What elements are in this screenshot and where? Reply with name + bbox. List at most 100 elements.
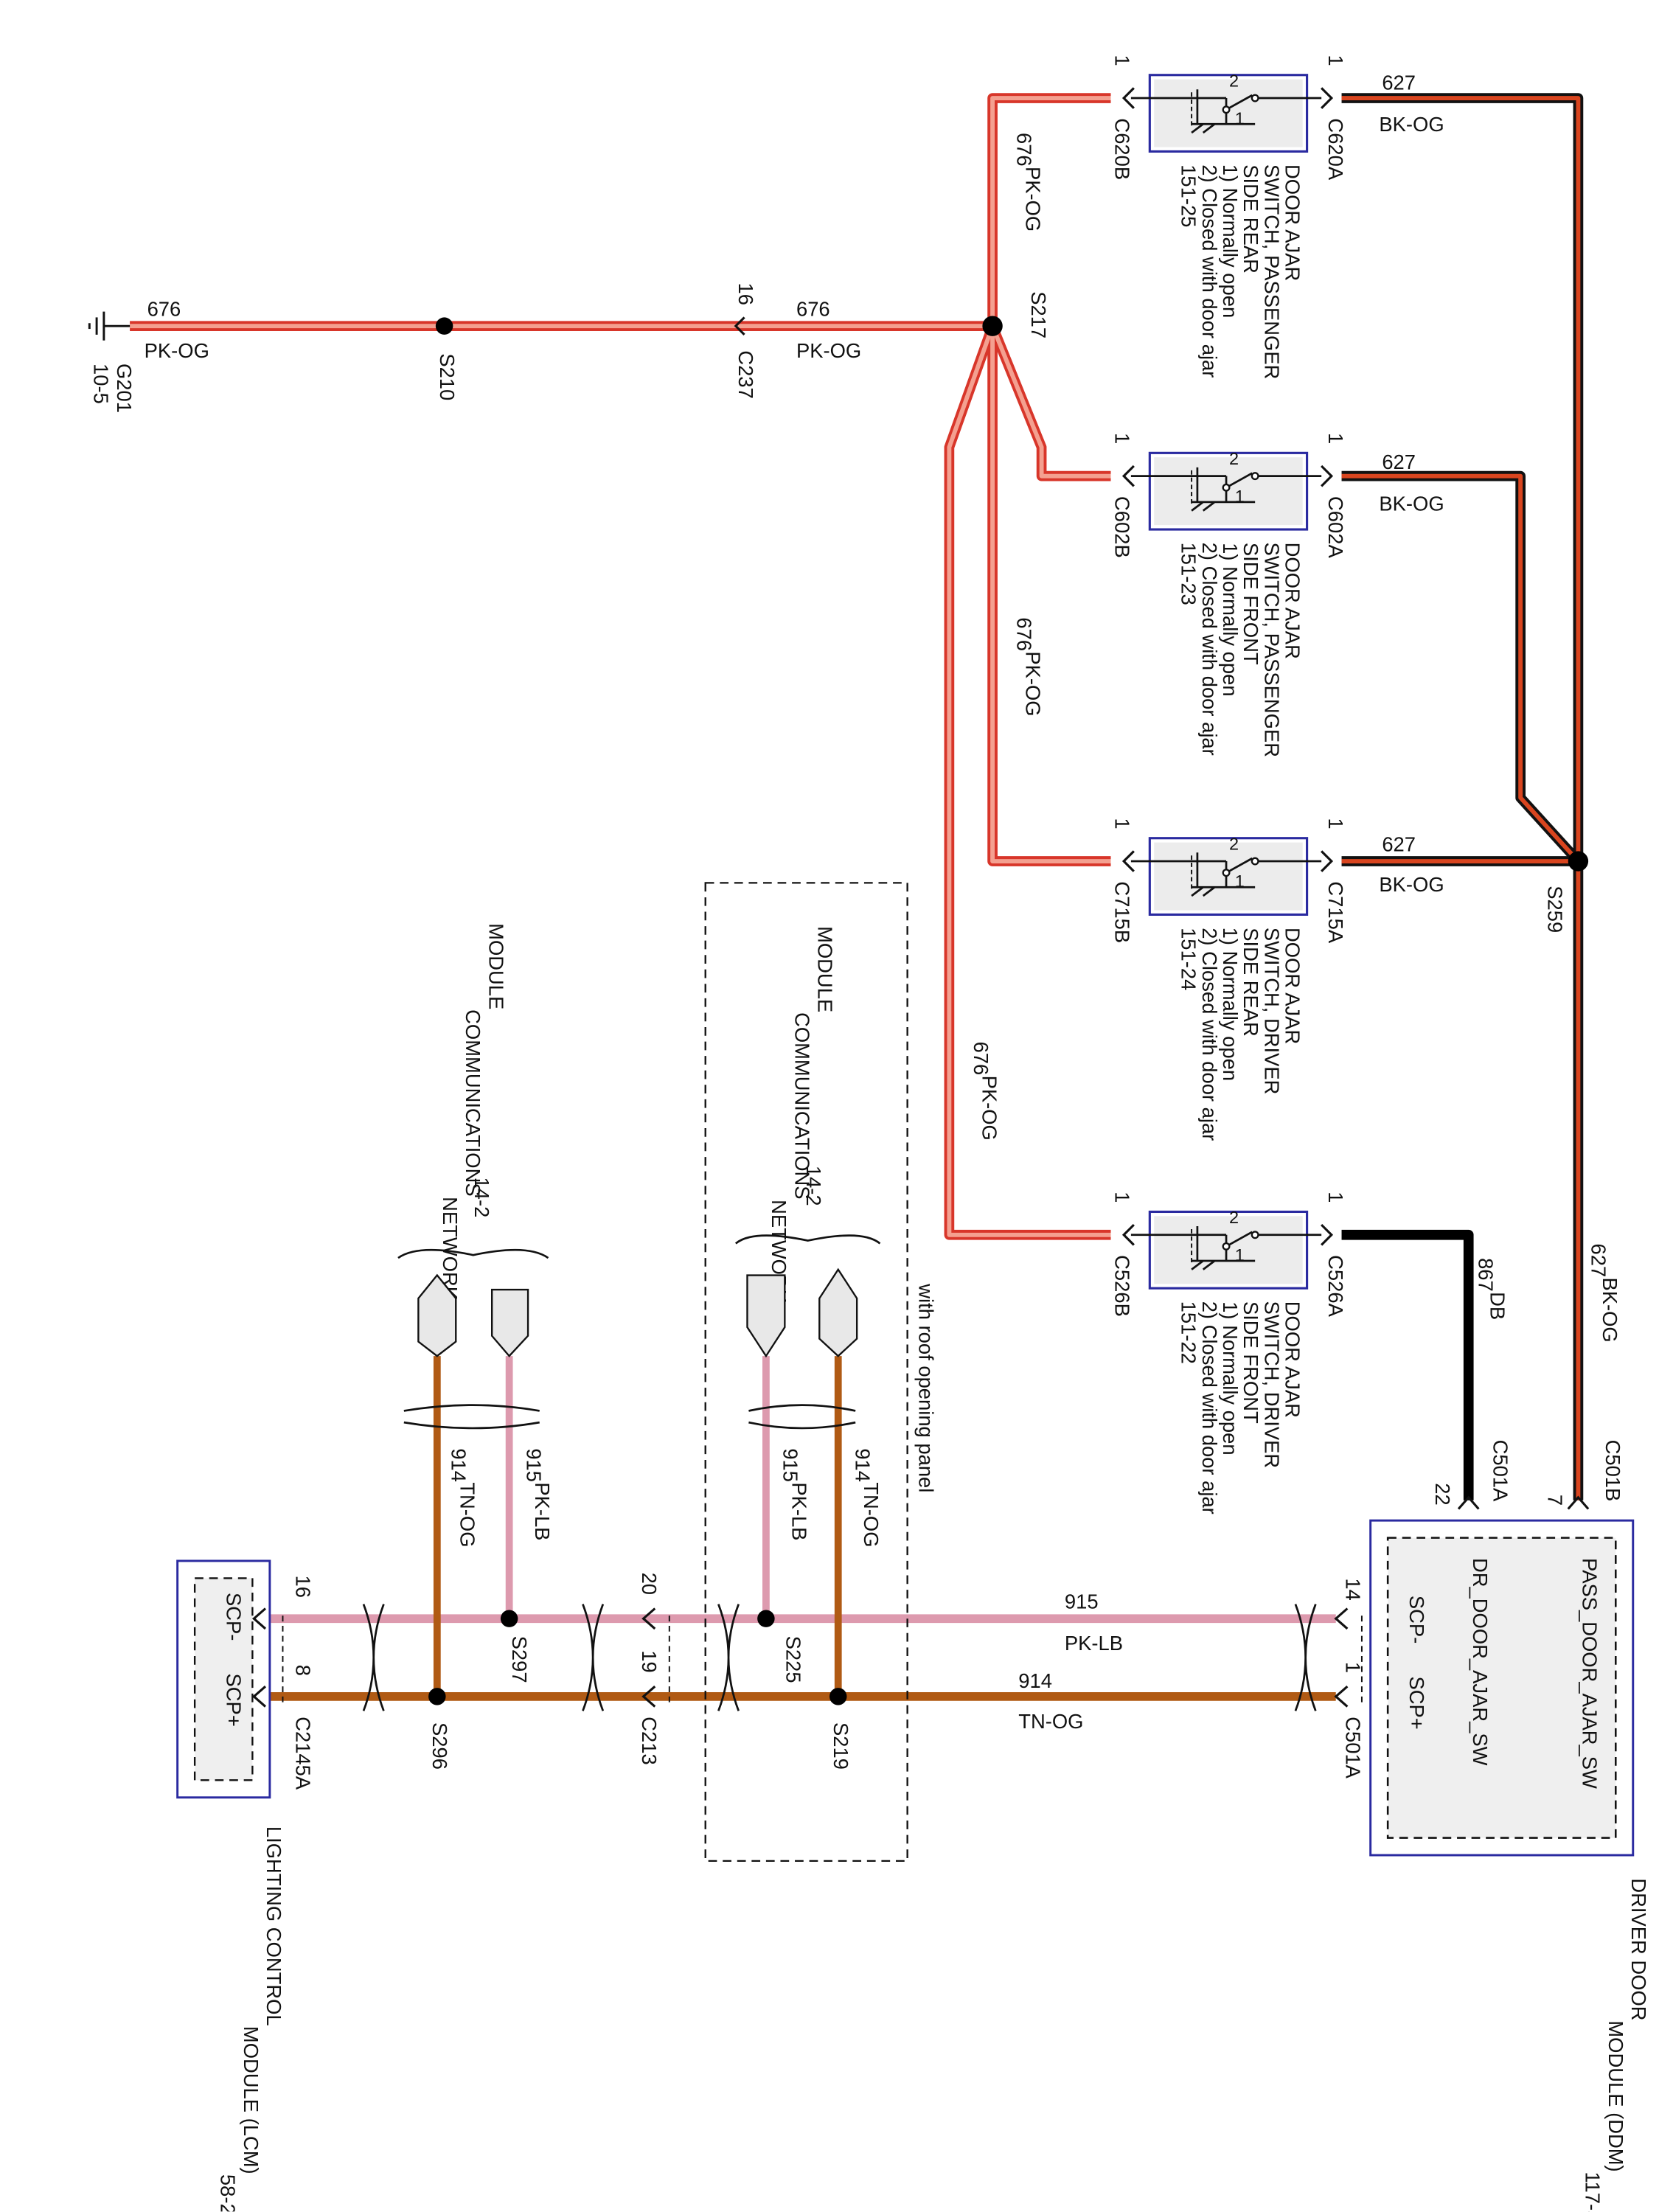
connector-c501a-pin-914: 1	[1342, 1662, 1365, 1673]
splice-s296-label: S296	[428, 1722, 451, 1770]
wire-627-color-1: BK-OG	[1379, 113, 1444, 136]
wire-915-color: PK-LB	[1065, 1632, 1123, 1655]
wire-627-color-3: BK-OG	[1379, 873, 1444, 896]
connector-c213-pin-914: 19	[638, 1650, 661, 1672]
network-connector-914-roof	[818, 1267, 858, 1357]
network-connector-915-std	[490, 1288, 529, 1357]
network-brace-std	[397, 1248, 549, 1259]
switch-1-contact-1: 1	[1235, 108, 1245, 128]
connector-c2145a-915-icon	[251, 1607, 267, 1630]
roof-panel-region	[704, 882, 908, 1863]
switch-3-left-pin: 1	[1111, 818, 1134, 829]
switch-4-description: DOOR AJARSWITCH, DRIVERSIDE FRONT1) Norm…	[1178, 1301, 1304, 1514]
switch-4-right-pin: 1	[1324, 1192, 1347, 1203]
switch-3-right-conn: C715A	[1324, 881, 1347, 943]
switch-4-left-pin: 1	[1111, 1192, 1134, 1203]
splice-s259	[1568, 851, 1589, 872]
bk-og-wires	[1341, 93, 1584, 1500]
connector-c501a-pin-915: 14	[1342, 1578, 1365, 1600]
wire-627-number-3: 627	[1382, 832, 1416, 855]
connector-c501b-pin: 7	[1544, 1495, 1567, 1506]
ground-page: 10-5	[89, 364, 112, 404]
switch-2-right-conn: C602A	[1324, 496, 1347, 558]
switch-3-left-conn: C715B	[1111, 881, 1134, 943]
twisted-pair-markers	[362, 1404, 1317, 1711]
switch-3-description: DOOR AJARSWITCH, DRIVERSIDE REAR1) Norma…	[1178, 928, 1304, 1141]
switch-1-right-conn: C620A	[1324, 118, 1347, 180]
switch-3-contact-2: 2	[1229, 834, 1239, 853]
lcm-pin-scp-minus: SCP-	[222, 1593, 245, 1641]
splice-s297	[500, 1610, 518, 1627]
network-connector-915-roof	[746, 1274, 786, 1358]
wire-914-color: TN-OG	[1018, 1710, 1083, 1733]
connector-c501a-bottom-label: C501A	[1342, 1717, 1365, 1778]
connector-c501a-top-pin: 22	[1431, 1483, 1454, 1505]
wire-915-number: 915	[1065, 1590, 1099, 1613]
splice-s219	[829, 1688, 847, 1705]
switch-4-right-conn: C526A	[1324, 1255, 1347, 1317]
splice-s217	[982, 316, 1003, 336]
network-brace-roof	[734, 1234, 881, 1245]
connector-c2145a-914-icon	[251, 1685, 267, 1708]
connector-c237-label: C237	[734, 350, 757, 398]
connector-c501a-915-icon	[1334, 1607, 1349, 1630]
switch-4-contact-1: 1	[1235, 1245, 1245, 1265]
connector-c213-914-icon	[641, 1685, 656, 1708]
connector-c213-pin-915: 20	[638, 1573, 661, 1595]
wire-627-number-1: 627	[1382, 71, 1416, 94]
pk-og-wires	[130, 93, 1111, 1240]
db-wire	[1341, 1229, 1474, 1500]
switch-1-description: DOOR AJARSWITCH, PASSENGERSIDE REAR1) No…	[1178, 164, 1304, 380]
switch-1-contact-2: 2	[1229, 71, 1239, 90]
ddm-pin-scp-plus: SCP+	[1405, 1676, 1428, 1729]
wire-627-color-2: BK-OG	[1379, 493, 1444, 515]
switch-2-contact-1: 1	[1235, 487, 1245, 506]
switch-2-left-pin: 1	[1111, 433, 1134, 444]
door-ajar-switch-3	[1121, 837, 1334, 916]
splice-s225-label: S225	[782, 1636, 805, 1683]
wire-627-number-2: 627	[1382, 451, 1416, 473]
wire-676-color-1: PK-OG	[145, 339, 209, 362]
splice-s217-label: S217	[1027, 291, 1050, 338]
ddm-pin-scp-minus: SCP-	[1405, 1596, 1428, 1644]
connector-c213-915-icon	[641, 1607, 656, 1630]
splice-s297-label: S297	[508, 1636, 531, 1683]
switch-2-right-pin: 1	[1324, 433, 1347, 444]
network-page-roof: 14-2	[802, 1166, 825, 1206]
switch-1-left-conn: C620B	[1111, 118, 1134, 180]
connector-c2145a-pin-914: 8	[291, 1665, 314, 1676]
connector-c2145a-label: C2145A	[291, 1717, 314, 1790]
door-ajar-switch-4	[1121, 1210, 1334, 1290]
switch-3-right-pin: 1	[1324, 818, 1347, 829]
switch-2-contact-2: 2	[1229, 449, 1239, 468]
door-ajar-switch-2	[1121, 451, 1334, 531]
connector-c501a-914-icon	[1334, 1685, 1349, 1708]
ground-label: G201	[113, 364, 136, 413]
driver-door-module: PASS_DOOR_AJAR_SW DR_DOOR_AJAR_SW SCP- S…	[1369, 1519, 1635, 1857]
switch-4-contact-2: 2	[1229, 1208, 1239, 1227]
splice-s219-label: S219	[830, 1722, 852, 1770]
splice-s296	[428, 1688, 446, 1705]
lighting-control-module: SCP- SCP+	[176, 1559, 271, 1799]
wire-676-number-2: 676	[796, 297, 830, 320]
lcm-pin-scp-plus: SCP+	[222, 1674, 245, 1727]
connector-c237-pin: 16	[734, 282, 757, 305]
splice-s210-label: S210	[436, 353, 459, 400]
ddm-pin-pass-door-ajar: PASS_DOOR_AJAR_SW	[1579, 1558, 1601, 1789]
connector-c2145a-pin-915: 16	[291, 1575, 314, 1597]
connector-c501b-label: C501B	[1601, 1440, 1624, 1502]
roof-panel-note: with roof opening panel	[915, 1283, 938, 1492]
wire-676-color-2: PK-OG	[796, 339, 861, 362]
splice-s225	[757, 1610, 775, 1627]
